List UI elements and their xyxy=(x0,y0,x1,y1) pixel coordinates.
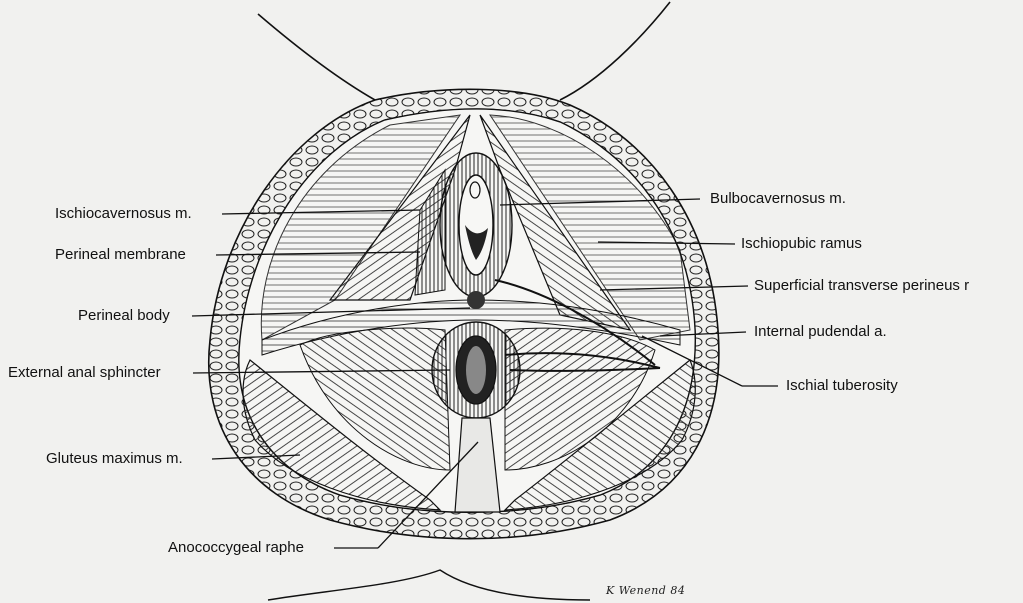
label-ischiocavernosus: Ischiocavernosus m. xyxy=(55,205,192,222)
label-gluteus-maximus: Gluteus maximus m. xyxy=(46,450,183,467)
left-levator xyxy=(299,327,451,471)
pudendal-vessels xyxy=(494,279,661,372)
label-anococcygeal-raphe: Anococcygeal raphe xyxy=(168,539,304,556)
vaginal-opening xyxy=(458,174,494,276)
hymen-detail xyxy=(465,225,488,260)
body-outline-bottom xyxy=(267,569,591,601)
body-outline-left xyxy=(257,13,376,101)
artist-signature: K Wenend 84 xyxy=(606,584,686,597)
label-perineal-membrane: Perineal membrane xyxy=(55,246,186,263)
anococcygeal-raphe xyxy=(454,417,501,513)
transverse-band xyxy=(261,299,681,356)
perineal-membrane xyxy=(414,168,446,296)
label-ischiopubic-ramus: Ischiopubic ramus xyxy=(741,235,862,252)
label-internal-pudendal: Internal pudendal a. xyxy=(754,323,887,340)
label-ischial-tuberosity: Ischial tuberosity xyxy=(786,377,898,394)
body-outline-right xyxy=(559,1,671,101)
left-gluteus xyxy=(242,359,442,511)
anal-opening-inner xyxy=(466,346,486,394)
right-levator xyxy=(504,327,656,471)
urethral-meatus xyxy=(469,181,481,199)
right-upper-muscle xyxy=(489,114,691,341)
label-perineal-body: Perineal body xyxy=(78,307,170,324)
label-external-anal-sphincter: External anal sphincter xyxy=(8,364,161,381)
leader-lines xyxy=(191,198,778,549)
label-superficial-transverse-perineus: Superficial transverse perineus r xyxy=(754,277,970,294)
right-gluteus xyxy=(503,359,696,511)
label-bulbocavernosus: Bulbocavernosus m. xyxy=(710,190,846,207)
perineal-body-node xyxy=(467,291,485,309)
